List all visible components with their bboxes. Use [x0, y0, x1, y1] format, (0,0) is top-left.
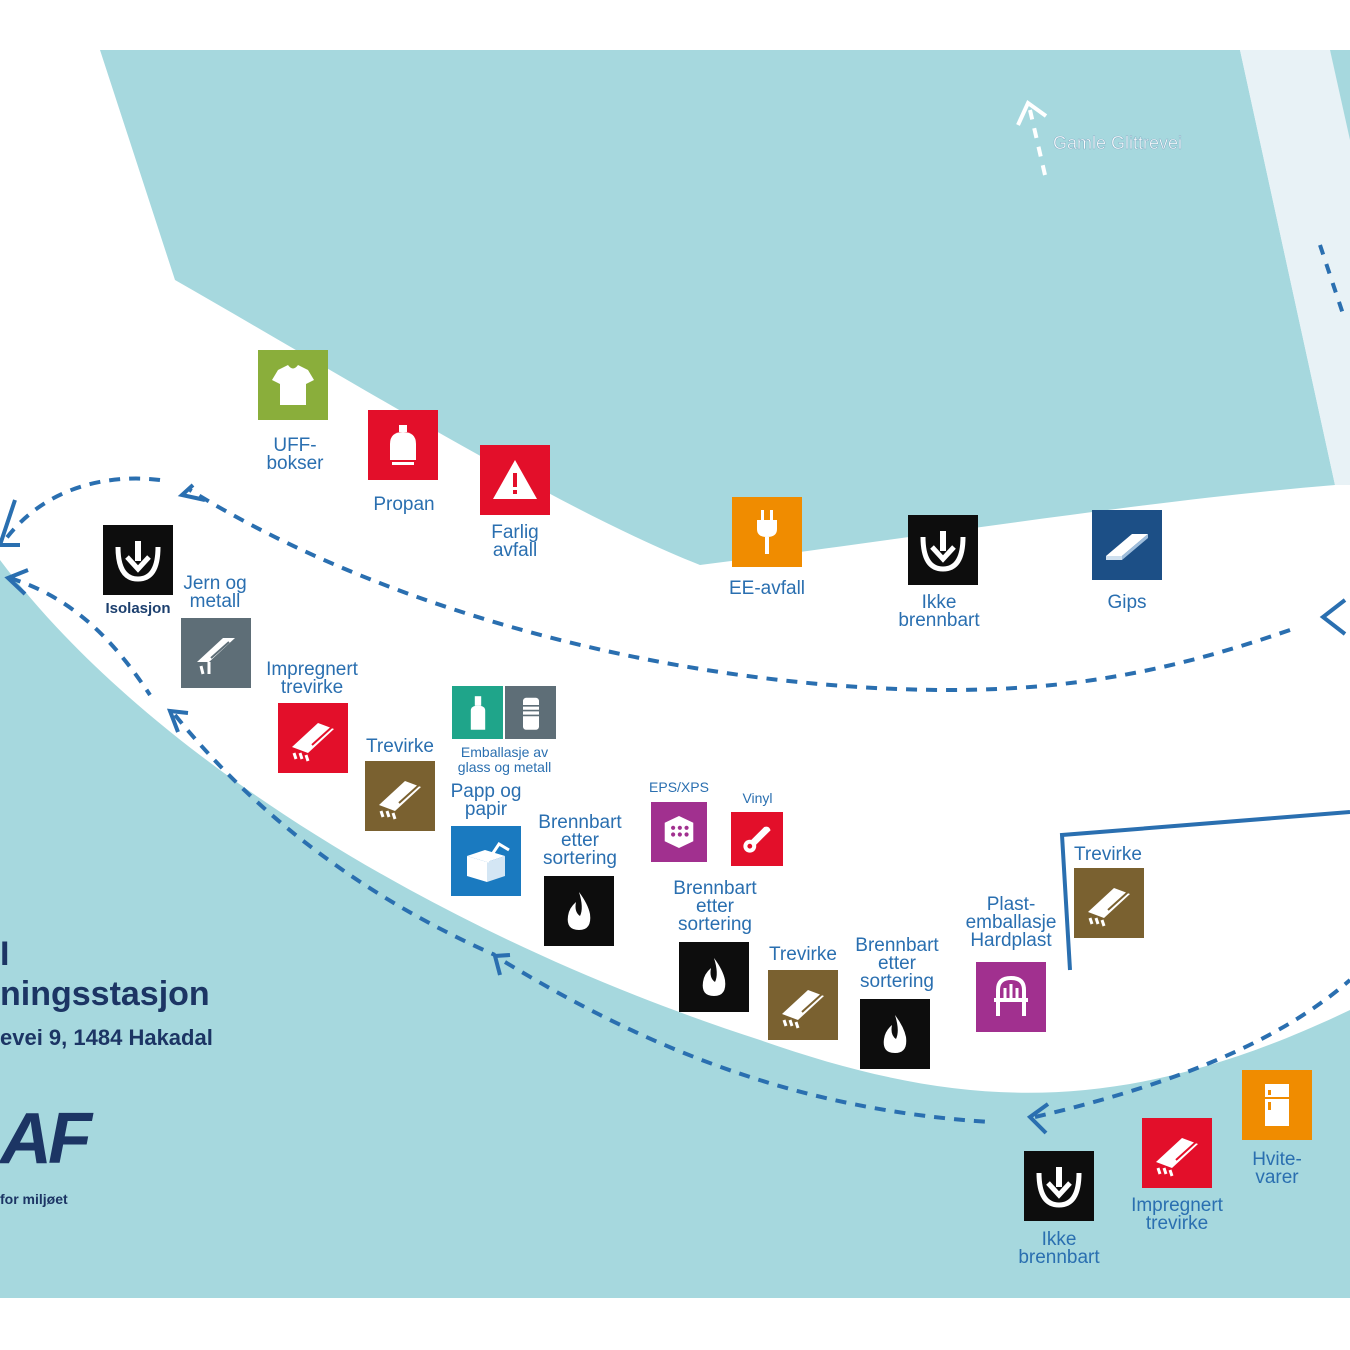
trevirke-left-tile[interactable] — [365, 761, 435, 831]
non-combustible-icon — [920, 531, 966, 572]
logo-tagline: for miljøet — [0, 1191, 68, 1207]
ee-tile[interactable] — [732, 497, 802, 567]
plastic-chair-icon — [994, 975, 1028, 1016]
ikke-brennbart-bottom-label: Ikke brennbart — [1018, 1229, 1100, 1268]
brennbart-2-tile[interactable] — [679, 942, 749, 1012]
trevirke-right-tile[interactable] — [1074, 868, 1144, 938]
brennbart-2-label: Brennbart etter sortering — [673, 878, 757, 935]
impregnert-left-tile[interactable] — [278, 703, 348, 773]
ikke-brennbart-top-label: Ikke brennbart — [898, 592, 980, 631]
propan-tile[interactable] — [368, 410, 438, 480]
gips-tile[interactable] — [1092, 510, 1162, 580]
papp-tile[interactable] — [451, 826, 521, 896]
isolasjon-tile[interactable] — [103, 525, 173, 595]
ikke-brennbart-bottom-tile[interactable] — [1024, 1151, 1094, 1221]
farlig-tile[interactable] — [480, 445, 550, 515]
propan-label: Propan — [373, 494, 435, 515]
plast-label: Plast- emballasje Hardplast — [965, 894, 1057, 951]
flame-icon — [702, 958, 726, 996]
hvitevarer-tile[interactable] — [1242, 1070, 1312, 1140]
treated-wood-icon — [1156, 1138, 1199, 1177]
emballasje-label: Emballasje av glass og metall — [457, 744, 552, 775]
treated-wood-icon — [292, 723, 335, 762]
vinyl-label: Vinyl — [742, 790, 773, 806]
station-title-line1: I — [0, 935, 10, 973]
road-edge-dashes — [1318, 244, 1347, 321]
trevirke-left-label: Trevirke — [366, 736, 434, 757]
glass-tile[interactable] — [452, 686, 503, 739]
road-right — [1240, 50, 1350, 485]
logo: AF — [0, 1099, 92, 1179]
impregnert-left-label: Impregnert trevirke — [266, 659, 358, 698]
eps-tile[interactable] — [651, 802, 707, 862]
metal-icon — [197, 638, 235, 675]
trevirke-mid-label: Trevirke — [769, 944, 837, 965]
uff-tile[interactable] — [258, 350, 328, 420]
fence-line — [1059, 810, 1350, 971]
ee-label: EE-avfall — [728, 578, 806, 599]
uff-label: UFF- bokser — [266, 435, 324, 474]
eps-icon — [664, 816, 694, 848]
hvitevarer-label: Hvite- varer — [1252, 1149, 1302, 1188]
road-name-label: Gamle Glittrevei — [1053, 133, 1183, 154]
warning-icon — [493, 460, 537, 499]
trevirke-right-label: Trevirke — [1074, 844, 1142, 865]
ikke-brennbart-top-tile[interactable] — [908, 515, 978, 585]
wood-icon — [1088, 888, 1131, 927]
wood-icon — [379, 781, 422, 820]
cardboard-box-icon — [467, 841, 510, 882]
brennbart-3-tile[interactable] — [860, 999, 930, 1069]
driving-route — [3, 476, 1350, 1124]
plasterboard-icon — [1106, 534, 1148, 560]
water-top — [100, 50, 1335, 565]
bottle-can-icon — [470, 695, 485, 730]
metal-can-tile[interactable] — [505, 686, 556, 739]
plast-tile[interactable] — [976, 962, 1046, 1032]
brennbart-1-tile[interactable] — [544, 876, 614, 946]
flame-icon — [567, 892, 591, 930]
station-address: evei 9, 1484 Hakadal — [0, 1025, 213, 1050]
wood-icon — [782, 990, 825, 1029]
eps-label: EPS/XPS — [649, 779, 709, 795]
insulation-icon — [115, 541, 161, 582]
water-bottom — [0, 560, 1350, 1298]
isolasjon-label: Isolasjon — [105, 600, 171, 617]
flame-icon — [883, 1015, 907, 1053]
jern-label: Jern og metall — [183, 573, 247, 612]
vinyl-tile[interactable] — [731, 812, 783, 866]
brennbart-1-label: Brennbart etter sortering — [538, 812, 622, 869]
vinyl-roll-icon — [743, 826, 771, 853]
non-combustible-icon — [1036, 1167, 1082, 1208]
station-title: ningsstasjon — [0, 975, 210, 1013]
road-direction-arrowhead — [1016, 99, 1048, 126]
brennbart-3-label: Brennbart etter sortering — [855, 935, 939, 992]
plug-icon — [757, 510, 777, 554]
tshirt-icon — [272, 365, 314, 405]
farlig-label: Farlig avfall — [491, 522, 539, 561]
trevirke-mid-tile[interactable] — [768, 970, 838, 1040]
gas-bottle-icon — [390, 425, 416, 465]
jern-tile[interactable] — [181, 618, 251, 688]
gips-label: Gips — [1107, 592, 1147, 613]
route-arrowheads — [0, 483, 1347, 1135]
fridge-icon — [1265, 1084, 1289, 1126]
impregnert-right-label: Impregnert trevirke — [1131, 1195, 1223, 1234]
impregnert-right-tile[interactable] — [1142, 1118, 1212, 1188]
can-icon — [522, 697, 539, 730]
papp-label: Papp og papir — [450, 781, 522, 820]
